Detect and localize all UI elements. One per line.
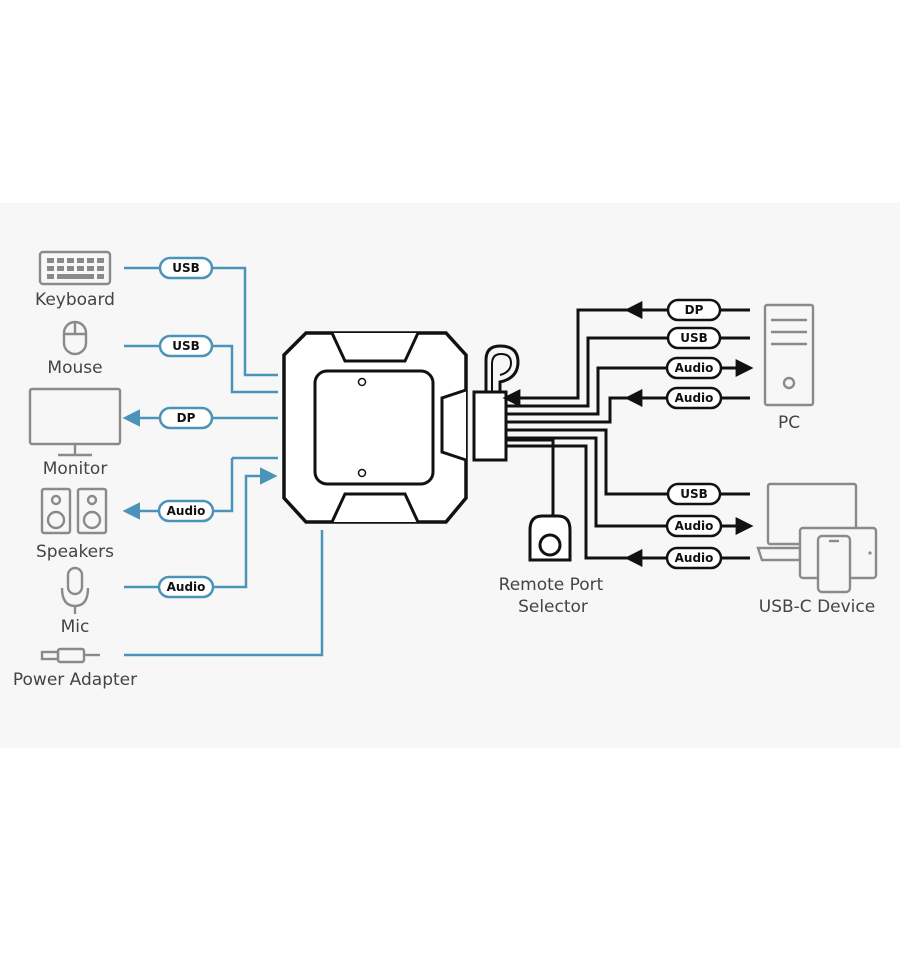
usbc-device-label: USB-C Device [759,597,875,617]
tag-usbc-audio-out: Audio [665,514,723,538]
svg-text:Audio: Audio [167,580,206,594]
tag-keyboard-usb: USB [158,256,214,280]
svg-text:Audio: Audio [675,519,714,533]
mouse-icon [62,320,88,356]
svg-text:USB: USB [680,487,708,501]
tag-pc-audio-in: Audio [665,386,723,410]
pc-tower-icon [763,303,815,407]
tag-usbc-usb: USB [666,482,722,506]
usbc-device-icon [756,482,878,594]
power-cable [124,530,324,657]
svg-text:DP: DP [177,411,196,425]
svg-text:USB: USB [172,261,200,275]
mic-icon [60,566,90,614]
tag-mouse-usb: USB [158,334,214,358]
svg-text:Audio: Audio [675,361,714,375]
svg-text:Audio: Audio [675,551,714,565]
svg-text:Audio: Audio [675,391,714,405]
svg-text:USB: USB [680,331,708,345]
keyboard-label: Keyboard [35,290,115,310]
remote-port-selector-icon [506,438,572,562]
speakers-label: Speakers [36,542,114,562]
power-adapter-icon [40,647,100,664]
keyboard-icon [38,250,112,286]
monitor-label: Monitor [43,459,108,479]
svg-text:DP: DP [685,303,704,317]
tag-speakers-audio: Audio [157,499,215,523]
tag-pc-usb: USB [666,326,722,350]
pc-label: PC [778,413,800,433]
mouse-label: Mouse [47,358,102,378]
speakers-icon [40,487,108,535]
tag-pc-dp: DP [666,298,722,322]
svg-text:Audio: Audio [167,504,206,518]
kvm-switch-unit [282,331,520,524]
monitor-icon [28,387,122,457]
remote-cable [506,438,555,516]
tag-monitor-dp: DP [158,406,214,430]
remote-port-label-line1: Remote Port [499,575,604,595]
tag-mic-audio: Audio [157,575,215,599]
tag-pc-audio-out: Audio [665,356,723,380]
power-adapter-label: Power Adapter [13,670,137,690]
tag-usbc-audio-in: Audio [665,546,723,570]
mic-label: Mic [61,617,90,637]
remote-port-label-line2: Selector [518,597,588,617]
svg-text:USB: USB [172,339,200,353]
